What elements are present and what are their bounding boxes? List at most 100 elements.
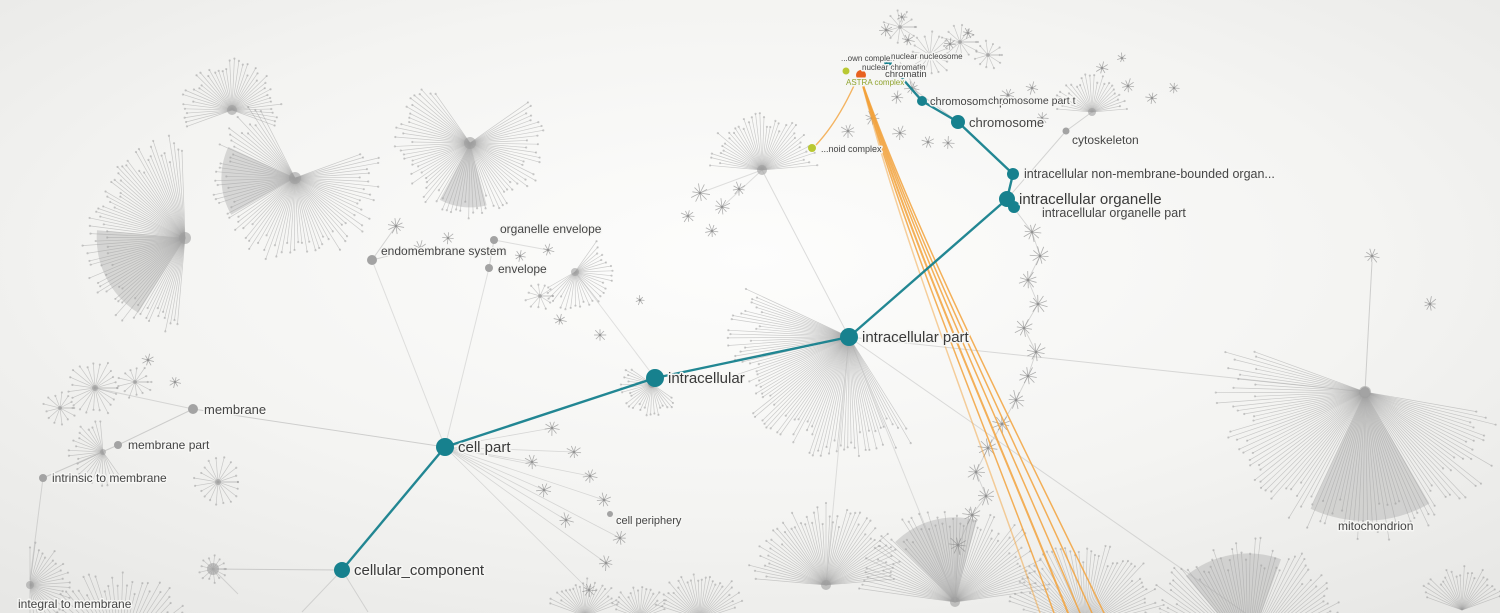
gray-edge	[212, 568, 343, 571]
star-glyph	[612, 530, 627, 545]
label-cell_part[interactable]: cell part	[457, 438, 513, 458]
node-nucleosome_node[interactable]	[884, 58, 892, 66]
orange-edge	[815, 78, 858, 146]
node-endomembrane[interactable]	[367, 255, 377, 265]
label-organelle_envelope[interactable]: organelle envelope	[499, 221, 604, 238]
node-cell_part[interactable]	[436, 438, 454, 456]
gray-edge	[1006, 130, 1067, 200]
label-own_complex[interactable]: ...own complex	[840, 53, 896, 65]
label-chromosome_part_t[interactable]: chromosome part t	[987, 94, 1078, 109]
node-membrane[interactable]	[188, 404, 198, 414]
label-chromosome[interactable]: chromosome	[968, 114, 1046, 132]
star-glyph	[944, 37, 956, 51]
teal-edge	[957, 121, 1014, 175]
label-chromatin[interactable]: chromatin	[884, 68, 929, 82]
fan-cluster	[117, 366, 153, 399]
label-membrane[interactable]: membrane	[203, 401, 268, 419]
label-endomembrane[interactable]: endomembrane system	[380, 243, 508, 260]
label-organelle_part[interactable]: intracellular organelle part	[1041, 205, 1188, 222]
fan-cluster	[67, 361, 119, 415]
star-glyph	[691, 183, 710, 202]
star-glyph	[879, 23, 893, 37]
star-glyph	[892, 125, 907, 141]
gray-edge	[212, 568, 239, 595]
node-non_membrane[interactable]	[1007, 168, 1019, 180]
node-cytoskeleton_node[interactable]	[1062, 127, 1070, 135]
star-glyph	[1019, 367, 1037, 385]
fan-cluster	[905, 30, 955, 75]
orange-edge	[860, 78, 1105, 613]
fan-center	[1088, 108, 1096, 116]
spoke-edge	[444, 446, 590, 591]
node-orange_node[interactable]	[856, 70, 866, 80]
fan-cluster	[546, 240, 614, 311]
fan-cluster	[1054, 73, 1129, 116]
star-glyph	[635, 295, 645, 306]
spoke-edge	[444, 446, 605, 501]
node-intrinsic[interactable]	[39, 474, 47, 482]
node-yellow2[interactable]	[808, 144, 816, 152]
orange-edge	[860, 78, 1093, 613]
star-glyph	[840, 124, 855, 139]
label-mitochondrion[interactable]: mitochondrion	[1337, 518, 1415, 535]
label-envelope[interactable]: envelope	[497, 261, 549, 278]
star-glyph	[705, 223, 719, 237]
node-chromosomal_part[interactable]	[917, 96, 927, 106]
label-membrane_part[interactable]: membrane part	[127, 437, 212, 454]
star-glyph	[962, 506, 981, 525]
gray-edge	[721, 169, 763, 208]
fan-center	[58, 406, 62, 410]
label-intrinsic[interactable]: intrinsic to membrane	[51, 470, 169, 487]
spoke-edge	[444, 446, 545, 491]
star-glyph	[1117, 52, 1127, 63]
label-non_membrane[interactable]: intracellular non-membrane-bounded organ…	[1023, 166, 1277, 183]
node-membrane_part[interactable]	[114, 441, 122, 449]
label-yellow2[interactable]: ...noid complex	[820, 143, 884, 156]
label-chromosomal_part[interactable]: chromosomal part	[929, 95, 1020, 110]
label-astra[interactable]: ASTRA complex	[845, 77, 906, 89]
star-glyph	[896, 12, 908, 23]
node-yellow1[interactable]	[842, 67, 850, 75]
star-glyph	[1096, 61, 1109, 74]
fan-center	[179, 232, 191, 244]
star-glyph	[594, 329, 607, 341]
label-intracellular[interactable]: intracellular	[667, 369, 747, 389]
label-nuclear_chromatin[interactable]: nuclear chromatin	[861, 62, 928, 74]
gray-edge	[848, 336, 956, 601]
star-glyph	[141, 353, 154, 366]
node-envelope[interactable]	[485, 264, 493, 272]
chain-edge	[971, 495, 987, 516]
gray-edge	[825, 336, 850, 586]
gray-edge	[574, 271, 656, 379]
gray-edge	[371, 259, 446, 448]
label-integral[interactable]: integral to membrane	[17, 596, 134, 613]
label-cytoskeleton_label[interactable]: cytoskeleton	[1071, 132, 1141, 149]
node-chromosome[interactable]	[951, 115, 965, 129]
fan-center	[950, 597, 960, 607]
label-intracellular_part[interactable]: intracellular part	[861, 328, 972, 348]
fan-center	[898, 25, 902, 29]
fan-cluster	[67, 420, 123, 487]
node-cellular_component[interactable]	[334, 562, 350, 578]
spoke-edge	[444, 446, 575, 453]
node-organelle_part[interactable]	[1008, 201, 1020, 213]
star-glyph	[1364, 248, 1380, 263]
star-glyph	[967, 464, 985, 482]
node-cell_periphery[interactable]	[607, 511, 613, 517]
star-glyph	[566, 445, 582, 459]
fan-center	[538, 294, 542, 298]
label-cell_periphery[interactable]: cell periphery	[615, 514, 684, 529]
node-intracellular[interactable]	[646, 369, 664, 387]
label-intracellular_organelle[interactable]: intracellular organelle	[1018, 190, 1164, 210]
label-cellular_component[interactable]: cellular_component	[353, 561, 487, 581]
fan-layer	[26, 9, 1500, 613]
node-mito_center[interactable]	[1360, 387, 1370, 397]
star-glyph	[1145, 92, 1158, 105]
node-organelle_envelope[interactable]	[490, 236, 498, 244]
node-intracellular_part[interactable]	[840, 328, 858, 346]
fan-cluster	[748, 501, 901, 590]
label-nuclear_nucleosome[interactable]: nuclear nucleosome	[890, 51, 965, 63]
